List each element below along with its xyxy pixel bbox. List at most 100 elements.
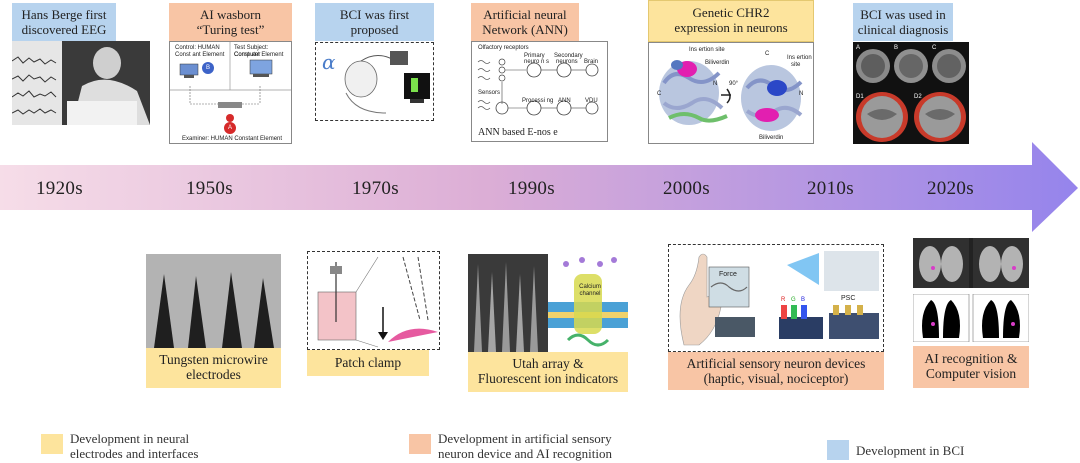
legend-line: neuron device and AI recognition: [438, 446, 612, 461]
turing-test: Test Subject: Computer: [234, 45, 269, 58]
tungsten-microwire-photo: [146, 254, 281, 348]
event-clinical-label: BCI was used in clinical diagnosis: [853, 3, 953, 41]
ann-sensors: Sensors: [478, 90, 501, 96]
event-sensory-label: Artificial sensory neuron devices (hapti…: [668, 352, 884, 390]
event-line: clinical diagnosis: [857, 22, 949, 37]
era-label: 1970s: [352, 178, 399, 199]
era-label: 1920s: [36, 178, 83, 199]
event-tungsten-label: Tungsten microwire electrodes: [146, 348, 281, 388]
event-line: Tungsten microwire: [159, 352, 268, 367]
event-line: electrodes: [186, 367, 241, 382]
chr2-n2: N: [799, 91, 804, 97]
era-label: 2020s: [927, 178, 974, 199]
event-ann-label: Artificial neural Network (ANN): [471, 3, 579, 41]
event-line: discovered EEG: [21, 22, 107, 37]
ann-processing: Processi ng: [522, 98, 554, 104]
clinical-c: C: [932, 45, 937, 51]
sensory-force: Force: [719, 271, 737, 278]
turing-test-diagram: Control: HUMAN Const ant Element Test Su…: [169, 41, 292, 144]
legend-electrodes: Development in neural electrodes and int…: [70, 431, 198, 461]
ann-olfactory: Olfactory receptors: [478, 45, 529, 51]
event-line: AI wasborn: [199, 7, 261, 22]
event-eeg-label: Hans Berge first discovered EEG: [12, 3, 116, 41]
chr2-insertion2: Ins ertion: [787, 55, 812, 61]
chr2-bil1: Biliverdin: [705, 60, 730, 66]
era-label: 1990s: [508, 178, 555, 199]
chr2-protein-structure: Ins ertion site Biliverdin Ins ertion si…: [648, 42, 814, 144]
patch-clamp-illustration: [307, 251, 440, 350]
event-line: Patch clamp: [334, 355, 402, 370]
ann-primary: Primary: [524, 53, 545, 59]
svg-text:α: α: [322, 50, 336, 74]
eeg-photo: [12, 41, 150, 125]
event-bci-proposed-label: BCI was first proposed: [315, 3, 434, 41]
event-line: Utah array &: [512, 356, 584, 371]
sensory-g: G: [791, 297, 796, 303]
legend-sensory-ai: Development in artificial sensory neuron…: [438, 431, 612, 461]
event-turing-label: AI wasborn “Turing test”: [169, 3, 292, 41]
event-line: Computer vision: [925, 366, 1017, 381]
sensory-psc: PSC: [841, 295, 856, 302]
bci-proposed-illustration: α: [315, 42, 434, 121]
event-line: Artificial neural: [483, 7, 567, 22]
event-line: “Turing test”: [196, 22, 265, 37]
event-line: Hans Berge first: [21, 7, 107, 22]
legend-swatch-electrodes: [41, 434, 63, 454]
clinical-mri-grid: A B C D1 D2: [853, 42, 969, 144]
legend-swatch-sensory-ai: [409, 434, 431, 454]
timeline-arrow: [0, 142, 1078, 232]
era-label: 1950s: [186, 178, 233, 199]
chr2-c1: C: [657, 91, 662, 97]
sensory-b: B: [801, 297, 806, 303]
event-line: BCI was used in: [860, 7, 946, 22]
event-chr2-label: Genetic CHR2 expression in neurons: [648, 0, 814, 42]
event-utah-label: Utah array & Fluorescent ion indicators: [468, 352, 628, 392]
ann-enose-diagram: Olfactory receptors Primary neuro n s Se…: [471, 41, 608, 142]
chest-xray-images: [913, 238, 1029, 288]
legend-line: Development in artificial sensory: [438, 431, 612, 446]
legend-line: electrodes and interfaces: [70, 446, 199, 461]
turing-b: B: [206, 65, 211, 71]
ann-vdu: VDU: [585, 98, 598, 104]
chr2-site2: site: [791, 62, 801, 68]
ann-secondary: Secondary: [554, 53, 583, 59]
event-line: expression in neurons: [674, 20, 788, 35]
ann-caption: ANN based E-nos e: [478, 127, 558, 138]
chr2-n1: N: [713, 81, 718, 87]
clinical-a: A: [856, 45, 861, 51]
event-line: Artificial sensory neuron devices: [686, 356, 866, 371]
lung-segmentation-masks: [913, 294, 1029, 342]
chr2-bil2: Biliverdin: [759, 135, 784, 141]
legend-bci: Development in BCI: [856, 443, 965, 458]
chr2-deg: 90°: [729, 81, 739, 87]
ann-neurons2: neurons: [556, 59, 578, 65]
fluorescent-ion-indicator-illustration: Calcium channel: [548, 254, 628, 352]
event-line: (haptic, visual, nociceptor): [703, 371, 849, 386]
legend-line: Development in neural: [70, 431, 190, 446]
era-label: 2010s: [807, 178, 854, 199]
ann-ann: ANN: [558, 98, 571, 104]
event-patch-label: Patch clamp: [307, 350, 429, 376]
utah-array-photo: [468, 254, 548, 352]
clinical-d1: D1: [856, 94, 864, 100]
event-ai-vision-label: AI recognition & Computer vision: [913, 346, 1029, 388]
sensory-r: R: [781, 297, 786, 303]
turing-control: Control: HUMAN: [175, 45, 220, 51]
ann-brain: Brain: [584, 59, 599, 65]
legend-swatch-bci: [827, 440, 849, 460]
clinical-d2: D2: [914, 94, 922, 100]
utah-channel: Calcium channel: [579, 284, 601, 297]
event-line: BCI was first: [339, 7, 410, 22]
turing-const: Const ant Element: [175, 52, 225, 58]
ann-neurons: neuro n s: [524, 59, 550, 65]
sensory-devices-illustration: Force R G B PSC: [668, 244, 884, 352]
event-line: Fluorescent ion indicators: [477, 371, 619, 386]
turing-examiner: Examiner: HUMAN Constant Element: [182, 136, 283, 142]
event-line: AI recognition &: [924, 351, 1018, 366]
event-line: proposed: [350, 22, 399, 37]
turing-a: A: [228, 125, 233, 131]
era-label: 2000s: [663, 178, 710, 199]
chr2-c2: C: [765, 51, 770, 57]
turing-const2: Const ant Element: [234, 52, 284, 58]
event-line: Network (ANN): [482, 22, 568, 37]
